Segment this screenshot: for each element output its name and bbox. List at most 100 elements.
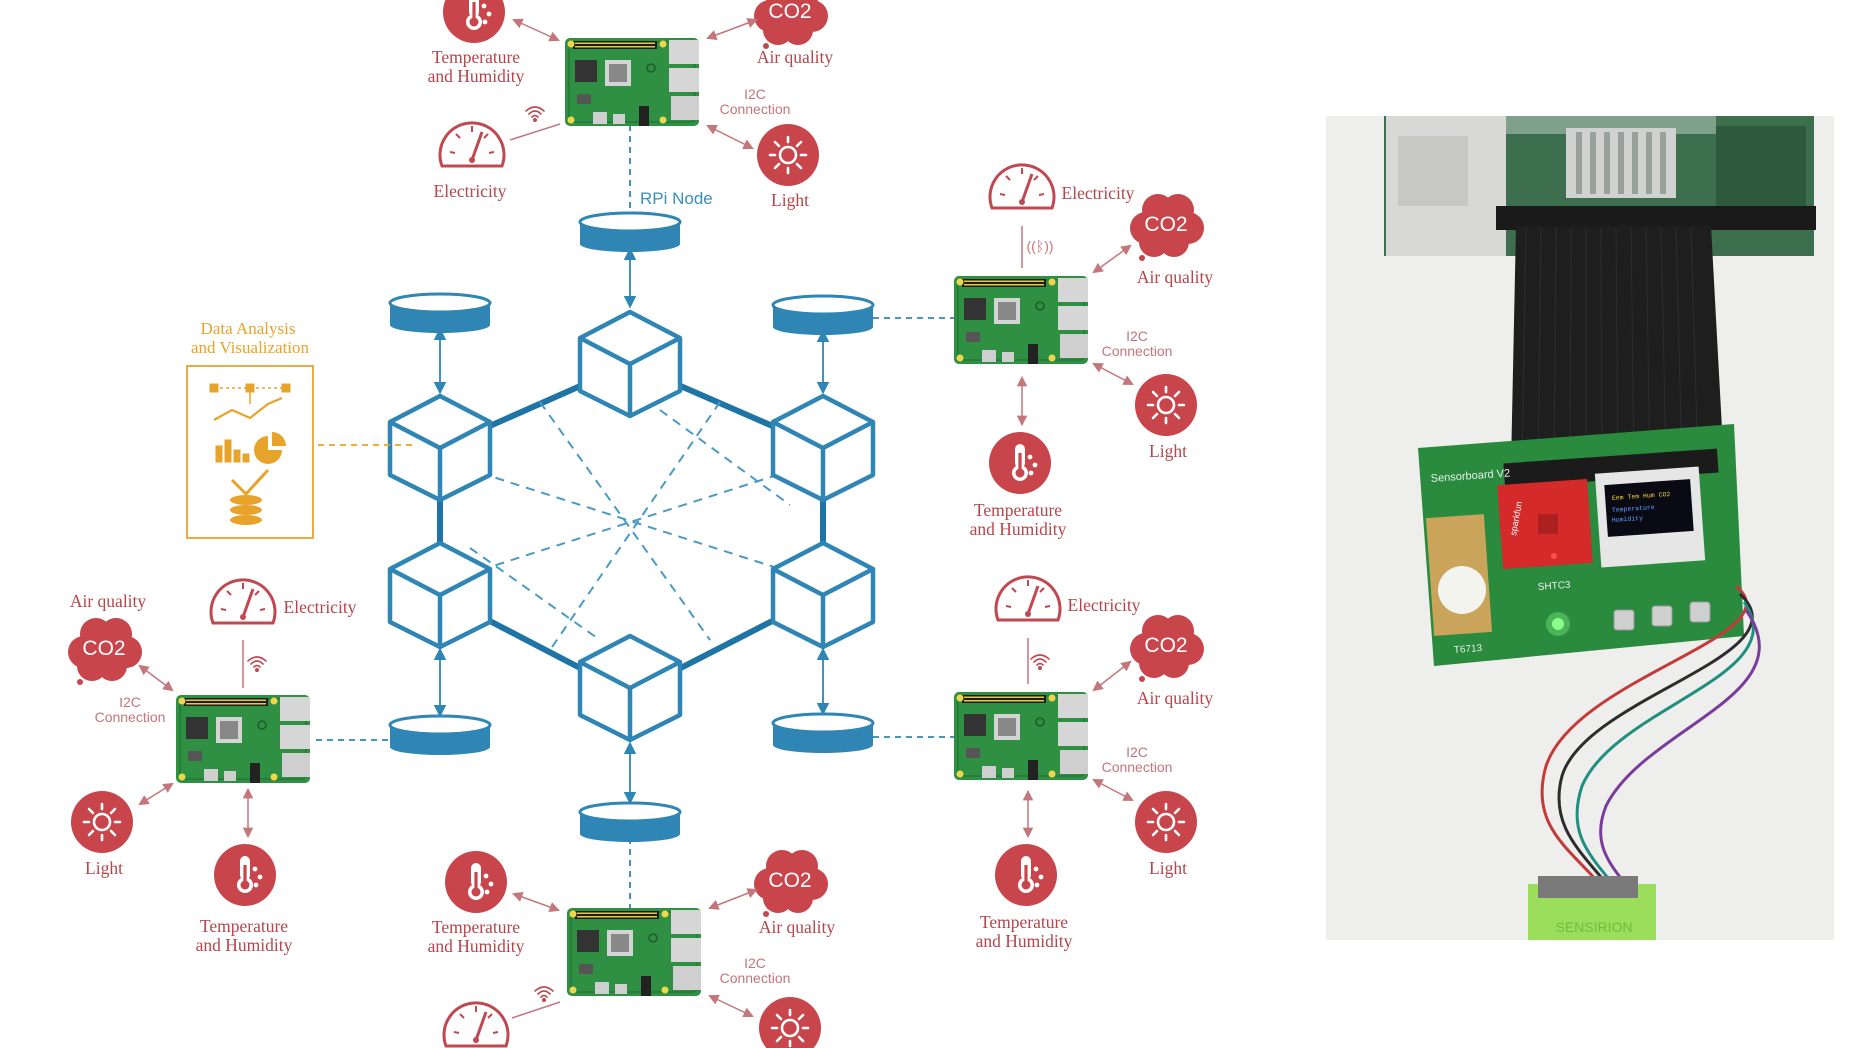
i2c-label-line1: I2C bbox=[1126, 328, 1148, 344]
node-cube-lower-right bbox=[773, 543, 873, 647]
i2c-label-line2: Connection bbox=[1102, 759, 1173, 775]
raspberry-pi-board bbox=[953, 691, 1089, 781]
bluetooth-icon: ((ᛒ)) bbox=[1026, 238, 1053, 254]
database-lower-left bbox=[388, 714, 492, 757]
air-quality-label: Air quality bbox=[70, 591, 147, 611]
raspberry-pi-board bbox=[175, 694, 311, 784]
database-top bbox=[578, 211, 682, 254]
i2c-label-line1: I2C bbox=[119, 694, 141, 710]
light-sun-icon bbox=[69, 789, 135, 855]
module-label: T6713 bbox=[1453, 643, 1482, 656]
sensor-cluster-upper-right: Electricity ((ᛒ)) CO2 Air quality I2C Co… bbox=[953, 163, 1214, 539]
node-cube-top bbox=[580, 312, 680, 416]
wifi-icon bbox=[1030, 654, 1050, 671]
temperature-label-line1: Temperature bbox=[432, 47, 520, 67]
rpi-node-label: RPi Node bbox=[640, 189, 713, 208]
light-sun-icon bbox=[1133, 372, 1199, 438]
electricity-gauge-icon bbox=[442, 1001, 510, 1048]
i2c-label-line2: Connection bbox=[95, 709, 166, 725]
oled-line1: Eem Tem Hum CO2 bbox=[1612, 491, 1671, 502]
thermometer-icon bbox=[995, 844, 1057, 906]
board-label: Sensorboard V2 bbox=[1430, 467, 1510, 485]
network-core: RPi Node bbox=[312, 125, 955, 912]
light-label: Light bbox=[1149, 441, 1187, 461]
data-analysis-panel: Data Analysis and Visualization bbox=[186, 319, 412, 539]
database-upper-right bbox=[771, 294, 875, 337]
thermometer-icon bbox=[443, 0, 505, 43]
sensor-cluster-bottom: Temperature and Humidity CO2 Air quality… bbox=[428, 850, 836, 1048]
analytics-icon bbox=[209, 383, 291, 525]
temperature-label-line2: and Humidity bbox=[976, 931, 1073, 951]
raspberry-pi-board bbox=[953, 275, 1089, 365]
temperature-label-line1: Temperature bbox=[432, 917, 520, 937]
database-lower-right bbox=[771, 712, 875, 755]
thermometer-icon bbox=[445, 851, 507, 913]
database-upper-left bbox=[388, 292, 492, 335]
light-label: Light bbox=[1149, 858, 1187, 878]
oled-line2: Temperature bbox=[1612, 504, 1655, 514]
sensor-wires bbox=[1540, 584, 1761, 917]
sensorboard-photo: Sensorboard V2 T6713 sparkfun SHTC3 Eem … bbox=[1326, 116, 1834, 940]
temperature-label-line2: and Humidity bbox=[428, 936, 525, 956]
light-label: Light bbox=[771, 190, 809, 210]
thermometer-icon bbox=[214, 844, 276, 906]
node-cube-lower-left bbox=[390, 543, 490, 647]
i2c-label-line2: Connection bbox=[1102, 343, 1173, 359]
sensirion-module: SENSIRION bbox=[1528, 876, 1656, 940]
sensor-cluster-lower-left: Air quality CO2 Electricity I2C Connecti… bbox=[68, 578, 357, 955]
raspberry-pi-board bbox=[566, 907, 702, 997]
co2-label: CO2 bbox=[82, 637, 125, 660]
temperature-label-line1: Temperature bbox=[974, 500, 1062, 520]
temperature-label-line2: and Humidity bbox=[428, 66, 525, 86]
oled-line3: Humidity bbox=[1612, 515, 1644, 524]
temperature-label-line2: and Humidity bbox=[970, 519, 1067, 539]
air-quality-label: Air quality bbox=[1137, 688, 1214, 708]
node-cube-bottom bbox=[580, 636, 680, 740]
electricity-label: Electricity bbox=[434, 181, 507, 201]
i2c-label-line1: I2C bbox=[744, 955, 766, 971]
electricity-gauge-icon bbox=[209, 578, 277, 625]
thermometer-icon bbox=[989, 432, 1051, 494]
raspberry-pi-board bbox=[564, 37, 700, 127]
light-sun-icon bbox=[757, 995, 823, 1048]
electricity-gauge-icon bbox=[994, 575, 1062, 622]
electricity-label: Electricity bbox=[1068, 595, 1141, 615]
i2c-label-line1: I2C bbox=[744, 86, 766, 102]
sensor-cluster-lower-right: Electricity CO2 Air quality I2C Connecti… bbox=[953, 575, 1214, 951]
i2c-label-line2: Connection bbox=[720, 101, 791, 117]
co2-label: CO2 bbox=[1144, 634, 1187, 657]
data-analysis-label-line2: and Visualization bbox=[191, 338, 310, 357]
temperature-label-line1: Temperature bbox=[980, 912, 1068, 932]
air-quality-label: Air quality bbox=[757, 47, 834, 67]
wifi-icon bbox=[525, 106, 545, 122]
node-cube-upper-right bbox=[773, 396, 873, 500]
node-cube-upper-left bbox=[390, 396, 490, 500]
electricity-label: Electricity bbox=[1062, 183, 1135, 203]
i2c-label-line1: I2C bbox=[1126, 744, 1148, 760]
co2-label: CO2 bbox=[768, 869, 811, 892]
i2c-label-line2: Connection bbox=[720, 970, 791, 986]
electricity-gauge-icon bbox=[988, 163, 1056, 210]
data-analysis-label-line1: Data Analysis bbox=[201, 319, 296, 338]
air-quality-label: Air quality bbox=[1137, 267, 1214, 287]
ribbon-cable bbox=[1511, 226, 1724, 466]
co2-label: CO2 bbox=[768, 0, 811, 23]
electricity-label: Electricity bbox=[284, 597, 357, 617]
electricity-gauge-icon bbox=[438, 121, 506, 168]
database-bottom bbox=[578, 801, 682, 844]
temperature-label-line2: and Humidity bbox=[196, 935, 293, 955]
raspberry-pi-top bbox=[1384, 116, 1816, 256]
temperature-label-line1: Temperature bbox=[200, 916, 288, 936]
sensor-cluster-top: Temperature and Humidity CO2 Air quality… bbox=[428, 0, 834, 210]
wifi-icon bbox=[247, 656, 267, 673]
wifi-icon bbox=[534, 986, 554, 1003]
light-sun-icon bbox=[1133, 789, 1199, 855]
light-sun-icon bbox=[755, 122, 821, 188]
sensor-label: SHTC3 bbox=[1537, 580, 1571, 593]
light-label: Light bbox=[85, 858, 123, 878]
oled-display: Eem Tem Hum CO2 Temperature Humidity bbox=[1594, 466, 1706, 568]
air-quality-label: Air quality bbox=[759, 917, 836, 937]
co2-label: CO2 bbox=[1144, 213, 1187, 236]
sensirion-label: SENSIRION bbox=[1555, 919, 1632, 935]
